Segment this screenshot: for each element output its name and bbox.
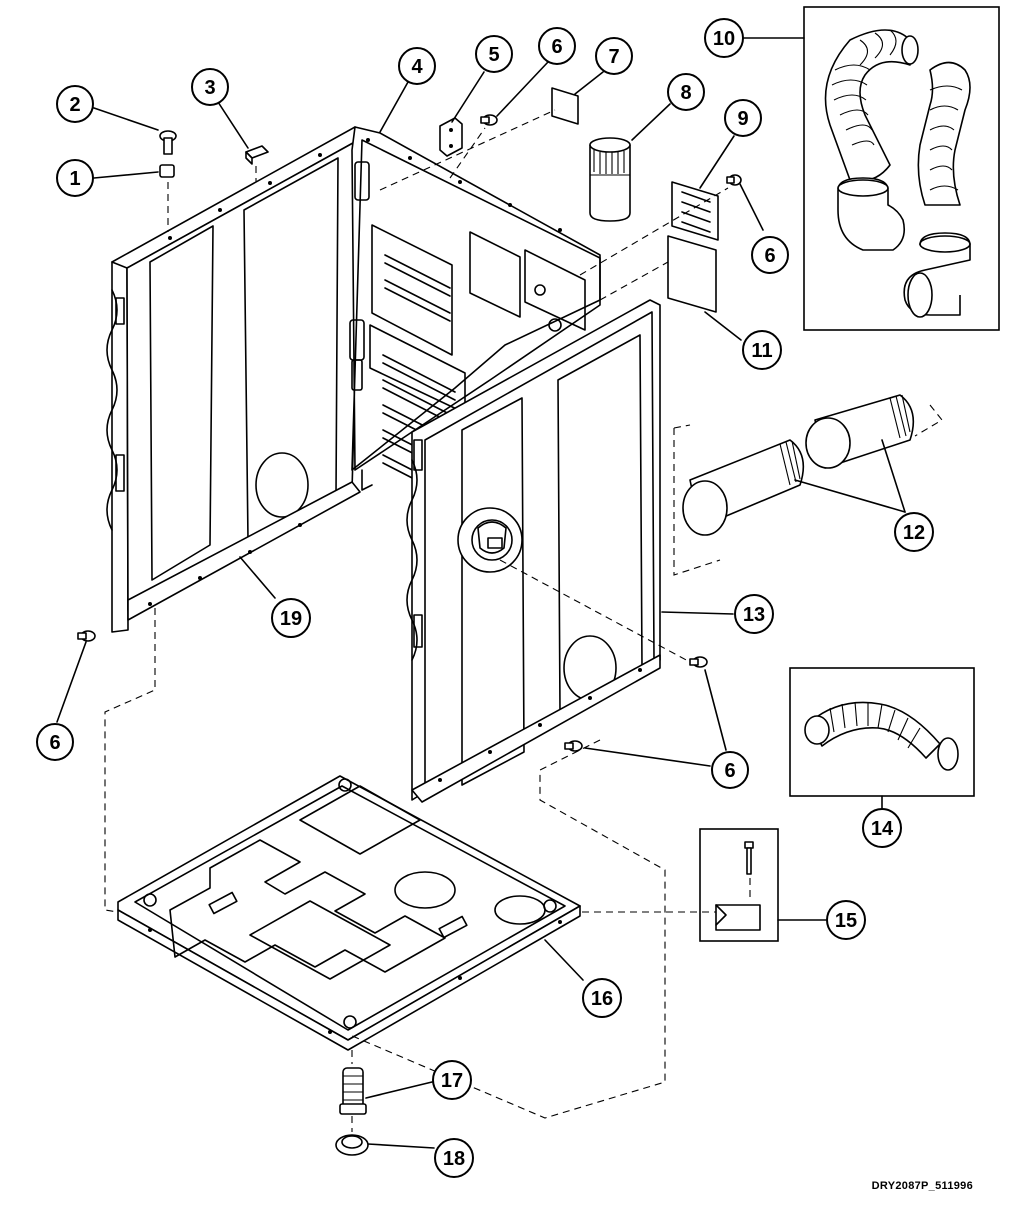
vent-plate-part <box>671 181 719 241</box>
label-part <box>551 87 579 125</box>
base-pan <box>117 775 581 1051</box>
exhaust-pipe-part <box>805 394 915 469</box>
screw-part <box>159 130 177 155</box>
svg-text:2: 2 <box>69 94 80 116</box>
svg-text:6: 6 <box>764 245 775 267</box>
callout-15: 15 <box>826 900 866 940</box>
callout-12: 12 <box>894 512 934 552</box>
callout-4: 4 <box>398 47 436 85</box>
assembly-dashed-lines <box>104 109 943 1132</box>
vent-kit-box <box>803 6 1000 331</box>
svg-text:13: 13 <box>743 604 765 626</box>
callout-1: 1 <box>56 159 94 197</box>
callout-9: 9 <box>724 99 762 137</box>
svg-text:12: 12 <box>903 522 925 544</box>
nut-part <box>159 164 175 178</box>
screw-part <box>726 174 742 186</box>
callout-19: 19 <box>271 598 311 638</box>
exhaust-duct-part <box>589 137 631 222</box>
screw-part <box>77 630 96 642</box>
flex-hose-part <box>804 701 959 771</box>
svg-text:7: 7 <box>608 46 619 68</box>
svg-text:10: 10 <box>713 28 735 50</box>
bracket-kit-box <box>699 828 779 942</box>
right-side-panel <box>406 299 661 803</box>
leveling-foot-part <box>335 1134 369 1156</box>
exhaust-pipe-part <box>682 439 805 536</box>
callout-8: 8 <box>667 73 705 111</box>
svg-text:8: 8 <box>680 82 691 104</box>
callout-2: 2 <box>56 85 94 123</box>
bracket-part <box>439 117 463 157</box>
callout-11: 11 <box>742 330 782 370</box>
callout-6: 6 <box>711 751 749 789</box>
callout-6: 6 <box>36 723 74 761</box>
svg-text:16: 16 <box>591 988 613 1010</box>
callout-16: 16 <box>582 978 622 1018</box>
callout-13: 13 <box>734 594 774 634</box>
screw-part <box>689 656 708 668</box>
cover-plate-part <box>667 235 717 313</box>
drawing-id-label: DRY2087P_511996 <box>871 1180 973 1192</box>
svg-text:11: 11 <box>751 340 772 362</box>
screw-part <box>564 740 583 752</box>
flex-hose-elbow-part <box>824 29 919 251</box>
flex-hose-box <box>789 667 975 797</box>
svg-text:17: 17 <box>441 1070 463 1092</box>
svg-text:19: 19 <box>280 608 302 630</box>
callout-3: 3 <box>191 68 229 106</box>
screw-part <box>480 114 498 126</box>
callout-14: 14 <box>862 808 902 848</box>
left-side-panel <box>106 126 363 633</box>
svg-text:6: 6 <box>551 36 562 58</box>
callout-6: 6 <box>751 236 789 274</box>
callout-6: 6 <box>538 27 576 65</box>
callout-7: 7 <box>595 37 633 75</box>
svg-text:6: 6 <box>724 760 735 782</box>
svg-text:15: 15 <box>835 910 857 932</box>
pad-part <box>245 145 269 165</box>
callout-10: 10 <box>704 18 744 58</box>
svg-text:5: 5 <box>488 44 499 66</box>
flex-hose-elbow-part <box>903 61 971 318</box>
leveling-leg-part <box>339 1067 367 1115</box>
callout-17: 17 <box>432 1060 472 1100</box>
callout-5: 5 <box>475 35 513 73</box>
svg-text:1: 1 <box>69 168 80 190</box>
leader-lines <box>56 37 906 1149</box>
svg-text:14: 14 <box>871 818 894 840</box>
svg-text:9: 9 <box>737 108 748 130</box>
callout-18: 18 <box>434 1138 474 1178</box>
svg-text:3: 3 <box>204 77 215 99</box>
svg-text:4: 4 <box>411 56 423 78</box>
svg-text:6: 6 <box>49 732 60 754</box>
svg-text:18: 18 <box>443 1148 465 1170</box>
